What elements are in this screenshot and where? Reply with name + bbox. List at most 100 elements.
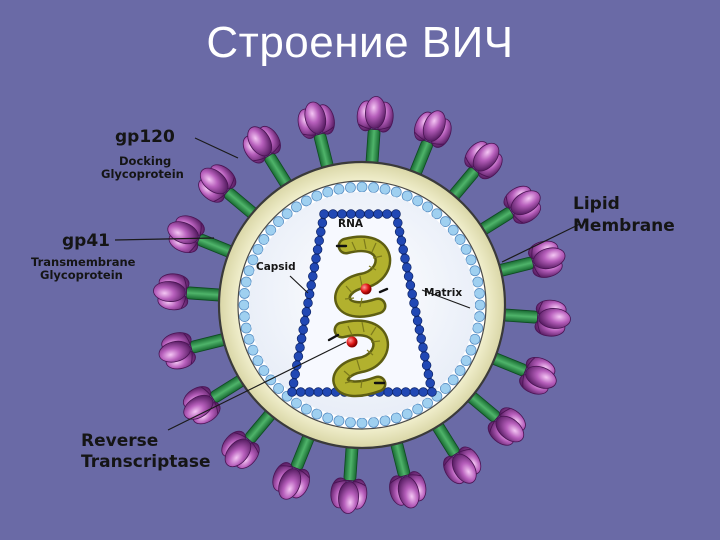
matrix-bead <box>240 322 252 334</box>
label-matrix: Matrix <box>424 287 462 299</box>
gp120-knob <box>242 125 281 164</box>
capsid-bead <box>398 244 408 255</box>
envelope-spike <box>497 299 571 337</box>
matrix-bead <box>273 383 284 394</box>
gp120-knob <box>356 96 394 133</box>
matrix-bead <box>440 216 451 227</box>
gp120-knob <box>198 164 237 203</box>
gp120-knob <box>158 332 196 370</box>
matrix-bead <box>422 397 433 409</box>
capsid-bead <box>418 342 428 353</box>
label-gp41-desc-line1: Transmembrane <box>31 255 136 269</box>
matrix-bead <box>240 276 252 288</box>
capsid-bead <box>296 333 307 344</box>
gp120-knob <box>221 430 260 469</box>
matrix-bead <box>368 182 379 193</box>
capsid-bead <box>311 253 321 264</box>
rna-strand-lower-fill <box>334 322 387 395</box>
gp120-knob <box>503 185 542 224</box>
label-gp41: gp41 <box>62 231 110 251</box>
envelope-spike <box>356 96 394 170</box>
capsid-bead <box>394 227 405 237</box>
matrix-bead <box>311 408 323 420</box>
capsid-bead <box>401 387 411 397</box>
gp120-knob <box>528 240 566 278</box>
matrix-bead <box>247 254 259 266</box>
capsid-bead <box>301 307 312 317</box>
matrix-bead <box>379 415 391 427</box>
matrix-bead <box>390 186 402 198</box>
capsid-bead <box>393 218 403 228</box>
capsid-bead <box>295 342 305 353</box>
matrix-bead <box>465 254 477 266</box>
envelope-spike <box>272 429 317 500</box>
label-rt-line1: Reverse <box>81 431 158 451</box>
capsid-bead <box>312 244 323 255</box>
matrix-bead <box>247 344 259 356</box>
gp120-knob <box>534 299 571 337</box>
rna-end-marks <box>327 244 389 385</box>
capsid-bead <box>400 253 410 264</box>
matrix-bead <box>368 417 379 428</box>
matrix-bead <box>291 397 302 409</box>
envelope-spike <box>407 110 452 181</box>
matrix-bead <box>469 265 481 277</box>
envelope-spike <box>158 332 232 370</box>
rna-strand-upper-fill <box>336 238 389 316</box>
matrix-bead <box>258 234 270 245</box>
capsid-bead <box>309 262 320 273</box>
matrix-bead <box>333 183 345 195</box>
label-gp120-desc-line1: Docking <box>119 154 171 168</box>
capsid-bead <box>314 235 324 246</box>
gp120-knob <box>519 356 557 395</box>
envelope-spike <box>463 388 526 446</box>
gp120-knob <box>297 101 335 139</box>
matrix-bead <box>243 265 255 277</box>
capsid-bead <box>328 209 338 219</box>
matrix-bead <box>469 333 481 345</box>
envelope-spike <box>297 101 335 175</box>
matrix-bead <box>474 311 485 322</box>
gp120-knob <box>487 407 526 446</box>
envelope-spike <box>486 350 557 395</box>
matrix-bead <box>401 408 413 420</box>
capsid-bead <box>319 209 329 219</box>
gp120-knob <box>464 141 503 180</box>
matrix-bead <box>474 288 485 299</box>
capsid-bead <box>300 316 310 326</box>
capsid-bead <box>405 280 416 290</box>
capsid-bead <box>391 209 401 219</box>
envelope-spike <box>389 435 427 509</box>
matrix-bead <box>472 276 484 288</box>
matrix-bead <box>356 181 368 193</box>
gp120-knob <box>413 110 452 148</box>
envelope-spikes <box>153 96 571 514</box>
matrix-bead <box>474 299 486 311</box>
envelope-spike <box>167 215 238 260</box>
matrix-bead <box>454 365 466 376</box>
matrix-bead <box>238 299 250 311</box>
capsid-bead <box>383 387 394 397</box>
matrix-bead <box>412 403 424 415</box>
matrix-bead <box>401 190 413 202</box>
capsid-bead <box>412 316 423 326</box>
label-gp41-desc-line2: Glycoprotein <box>40 268 123 282</box>
matrix-bead <box>379 183 391 195</box>
matrix-bead <box>390 412 402 424</box>
capsid-bead <box>296 387 306 397</box>
label-capsid: Capsid <box>256 261 296 273</box>
capsid-bead <box>414 324 425 335</box>
gp120-knob <box>389 471 427 509</box>
capsid-bead <box>304 387 315 397</box>
matrix-bead <box>460 243 472 255</box>
matrix-bead <box>300 403 312 415</box>
capsid-bead <box>421 360 432 371</box>
capsid-bead <box>382 209 392 219</box>
gp120-knob <box>153 273 190 311</box>
capsid-bead <box>313 387 324 397</box>
matrix-bead <box>258 365 270 376</box>
matrix-bead <box>291 201 302 213</box>
gp120-knob <box>272 462 311 500</box>
matrix-bead <box>243 333 255 345</box>
